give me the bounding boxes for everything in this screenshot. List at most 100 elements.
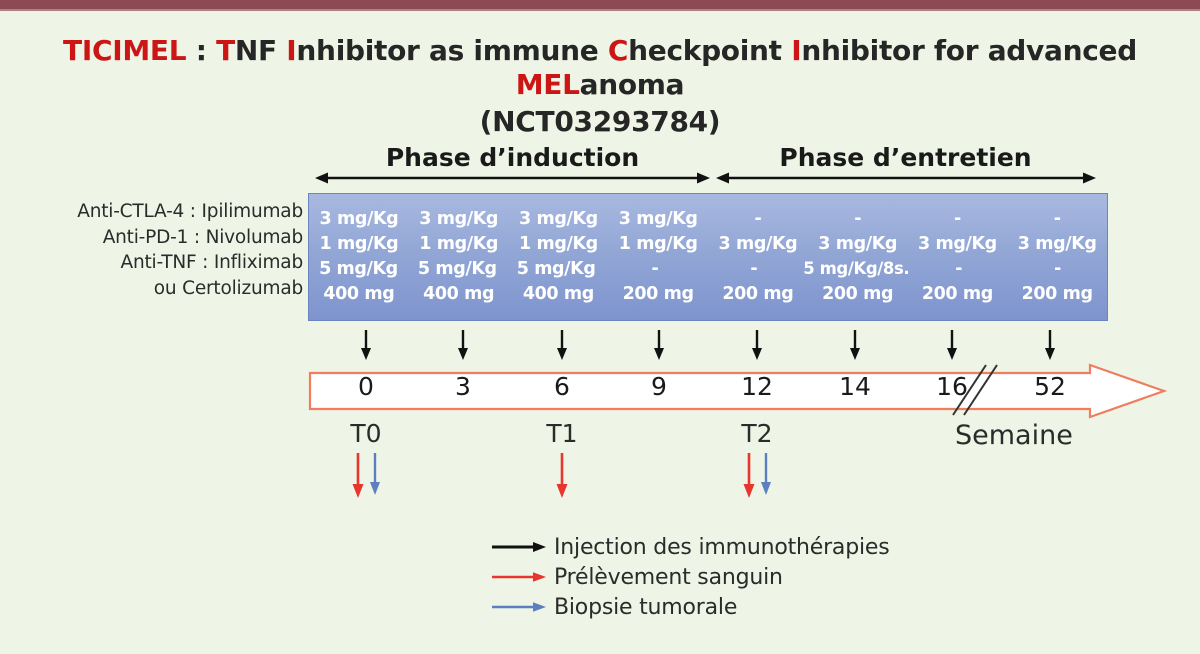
injection-down-arrow-icon xyxy=(361,330,371,360)
dose-cell: 3 mg/Kg xyxy=(818,233,897,254)
blood-sample-arrow-icon xyxy=(743,453,755,498)
blood-sample-arrow-icon xyxy=(352,453,364,498)
blood-sample-arrow-icon xyxy=(556,453,568,498)
dose-cell: - xyxy=(750,258,758,279)
page-title: TICIMEL : TNF Inhibitor as immune Checkp… xyxy=(0,34,1200,139)
row-label-ipilimumab: Anti-CTLA-4 : Ipilimumab xyxy=(77,201,303,222)
title-segment: TICIMEL xyxy=(63,34,187,67)
dose-cell: 3 mg/Kg xyxy=(419,208,498,229)
dose-cell: 400 mg xyxy=(423,283,495,304)
black-arrow-icon xyxy=(492,542,546,552)
week-number: 52 xyxy=(1034,372,1066,401)
dose-cell: 400 mg xyxy=(522,283,594,304)
dose-row-ipilimumab: 3 mg/Kg 3 mg/Kg 3 mg/Kg 3 mg/Kg - - - - xyxy=(309,206,1107,231)
legend-item-injection: Injection des immunothérapies xyxy=(490,532,890,562)
injection-down-arrow-icon xyxy=(458,330,468,360)
week-number: 16 xyxy=(936,372,968,401)
title-segment: I xyxy=(286,34,297,67)
row-label-certolizumab: ou Certolizumab xyxy=(153,277,303,299)
dose-cell: 200 mg xyxy=(822,283,894,304)
title-segment: : xyxy=(186,34,217,67)
dose-cell: 200 mg xyxy=(722,283,794,304)
dose-cell: 1 mg/Kg xyxy=(618,233,698,254)
phase-induction-label: Phase d’induction xyxy=(385,143,640,172)
row-label-nivolumab: Anti-PD-1 : Nivolumab xyxy=(102,226,304,248)
dose-cell: 200 mg xyxy=(622,283,694,304)
title-segment: C xyxy=(607,34,629,67)
legend: Injection des immunothérapies Prélèvemen… xyxy=(490,532,890,622)
tumor-biopsy-arrow-icon xyxy=(761,453,771,495)
injection-down-arrow-icon xyxy=(654,330,664,360)
dose-cell: 5 mg/Kg xyxy=(319,258,398,279)
dose-cell: 400 mg xyxy=(323,283,395,304)
tumor-biopsy-arrow-icon xyxy=(370,453,380,495)
sampling-arrows-t1 xyxy=(556,453,568,498)
dose-cell: - xyxy=(1053,208,1061,229)
legend-label: Prélèvement sanguin xyxy=(554,564,783,590)
title-segment: nhibitor as immune xyxy=(296,34,608,67)
timeline-axis-arrow xyxy=(308,363,1168,419)
dose-cell: - xyxy=(1054,258,1061,279)
week-number: 12 xyxy=(741,372,773,401)
dose-cell: 200 mg xyxy=(1021,283,1093,304)
legend-label: Biopsie tumorale xyxy=(554,594,738,620)
legend-item-tumor-biopsy: Biopsie tumorale xyxy=(490,592,890,622)
title-segment: T xyxy=(216,34,235,67)
sampling-arrows-t0 xyxy=(352,453,380,498)
timepoint-label-t2: T2 xyxy=(741,419,773,448)
blue-arrow-icon xyxy=(492,602,546,612)
dose-cell: 3 mg/Kg xyxy=(519,208,598,229)
row-label-infliximab: Anti-TNF : Infliximab xyxy=(120,252,304,273)
dose-cell: - xyxy=(651,258,659,279)
injection-down-arrow-icon xyxy=(1045,330,1055,360)
dose-cell: - xyxy=(955,258,963,279)
title-segment: I xyxy=(791,34,802,67)
dose-cell: - xyxy=(953,208,961,229)
title-segment: anoma xyxy=(579,68,685,101)
dose-cell: 5 mg/Kg xyxy=(417,258,497,279)
phase-entretien-label: Phase d’entretien xyxy=(779,143,1032,172)
timepoint-label-t0: T0 xyxy=(350,419,382,448)
injection-down-arrow-icon xyxy=(947,330,957,360)
dose-cell: 3 mg/Kg xyxy=(319,208,399,229)
title-line-1: TICIMEL : TNF Inhibitor as immune Checkp… xyxy=(63,34,1137,101)
title-segment: MEL xyxy=(515,68,580,101)
dosing-schedule-table: 3 mg/Kg 3 mg/Kg 3 mg/Kg 3 mg/Kg - - - - … xyxy=(308,193,1108,321)
sampling-arrows-t2 xyxy=(743,453,771,498)
dose-row-certolizumab: 400 mg 400 mg 400 mg 200 mg 200 mg 200 m… xyxy=(309,281,1107,306)
red-arrow-icon xyxy=(492,572,546,582)
dose-cell: - xyxy=(854,208,862,229)
dose-cell: 3 mg/Kg xyxy=(618,208,698,229)
dose-cell: 1 mg/Kg xyxy=(319,233,399,254)
dose-cell: 5 mg/Kg xyxy=(516,258,596,279)
dose-cell: - xyxy=(754,208,762,229)
phase-entretien-range-arrow xyxy=(716,172,1096,184)
phase-induction-range-arrow xyxy=(315,172,710,184)
injection-down-arrow-icon xyxy=(850,330,860,360)
title-segment: heckpoint xyxy=(628,34,792,67)
dose-row-infliximab: 5 mg/Kg 5 mg/Kg 5 mg/Kg - - 5 mg/Kg/8s. … xyxy=(309,256,1107,281)
dose-cell: 1 mg/Kg xyxy=(519,233,598,254)
title-segment: nhibitor for advanced xyxy=(801,34,1137,67)
dose-cell: 1 mg/Kg xyxy=(419,233,498,254)
title-line-2: (NCT03293784) xyxy=(479,105,721,138)
injection-down-arrow-icon xyxy=(752,330,762,360)
dose-cell: 3 mg/Kg xyxy=(918,233,997,254)
title-segment: NF xyxy=(234,34,287,67)
legend-label: Injection des immunothérapies xyxy=(554,534,890,560)
week-number: 14 xyxy=(839,372,871,401)
week-number: 9 xyxy=(651,372,667,401)
injection-down-arrow-icon xyxy=(557,330,567,360)
dose-cell: 3 mg/Kg xyxy=(718,233,798,254)
treatment-row-labels: Anti-CTLA-4 : Ipilimumab Anti-PD-1 : Niv… xyxy=(20,199,303,301)
week-number: 3 xyxy=(455,372,471,401)
timeline-axis-label: Semaine xyxy=(955,420,1073,451)
dose-row-nivolumab: 1 mg/Kg 1 mg/Kg 1 mg/Kg 1 mg/Kg 3 mg/Kg … xyxy=(309,231,1107,256)
legend-item-blood-sample: Prélèvement sanguin xyxy=(490,562,890,592)
top-decorative-bar xyxy=(0,0,1200,11)
dose-cell: 5 mg/Kg/8s. xyxy=(803,259,910,278)
week-number: 6 xyxy=(554,372,570,401)
timepoint-label-t1: T1 xyxy=(546,419,578,448)
dose-cell: 200 mg xyxy=(921,283,993,304)
week-number: 0 xyxy=(358,372,374,401)
